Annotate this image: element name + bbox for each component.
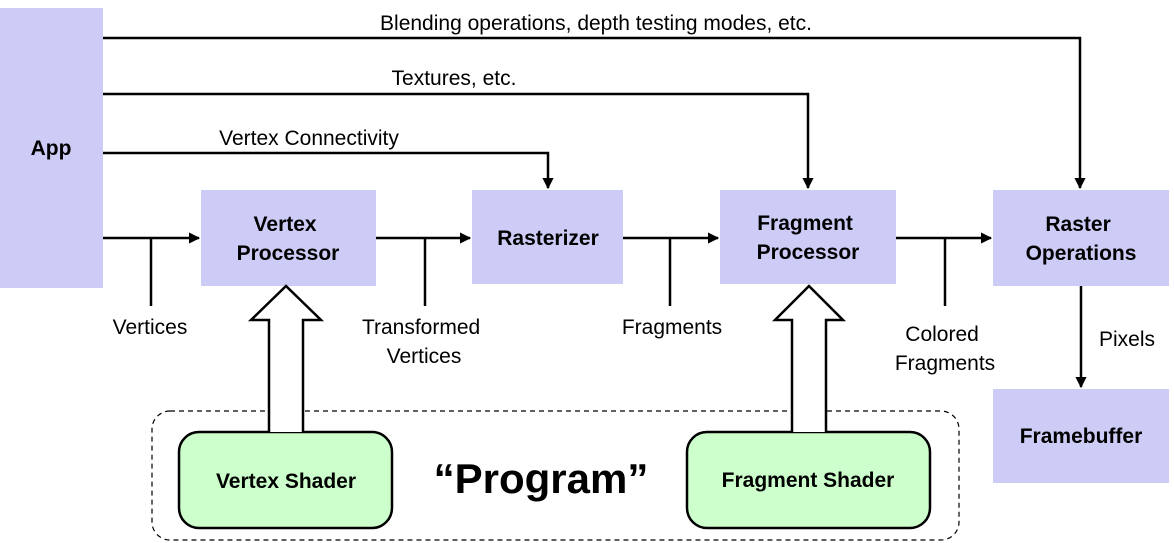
vertices-label: Vertices: [113, 316, 188, 339]
fragment-processor-box: [720, 190, 896, 284]
program-label: “Program”: [434, 455, 649, 502]
app-label: App: [31, 137, 72, 160]
vertex-connectivity-arrow: [103, 151, 554, 190]
app-box: [0, 8, 103, 288]
raster-operations-label: Raster Operations: [1026, 213, 1137, 265]
rasterizer-label: Rasterizer: [497, 227, 599, 250]
fragment-shader-upload-arrow: [771, 284, 847, 432]
vertex-processor-box: [201, 190, 376, 286]
fragment-shader-label: Fragment Shader: [722, 469, 895, 492]
program-container: [151, 410, 960, 541]
pixels-label: Pixels: [1099, 328, 1155, 351]
colored-fragments-label: Colored Fragments: [895, 323, 995, 375]
framebuffer-box: [993, 389, 1169, 483]
transformed-vertices-label: Transformed Vertices: [362, 316, 486, 368]
rasterizer-box: [472, 190, 623, 284]
fragments-label: Fragments: [622, 316, 722, 339]
vertex-connectivity-label: Vertex Connectivity: [219, 127, 399, 150]
vertex-shader-label: Vertex Shader: [216, 470, 356, 493]
raster-operations-box: [993, 190, 1169, 286]
vertex-processor-label: Vertex Processor: [237, 213, 340, 265]
framebuffer-label: Framebuffer: [1020, 425, 1143, 448]
textures-arrow: [103, 92, 814, 190]
textures-label: Textures, etc.: [392, 67, 517, 90]
fragment-processor-label: Fragment Processor: [757, 212, 860, 264]
vertex-shader-upload-arrow: [247, 284, 325, 432]
blending-label: Blending operations, depth testing modes…: [380, 12, 812, 35]
blending-arrow: [103, 36, 1086, 190]
